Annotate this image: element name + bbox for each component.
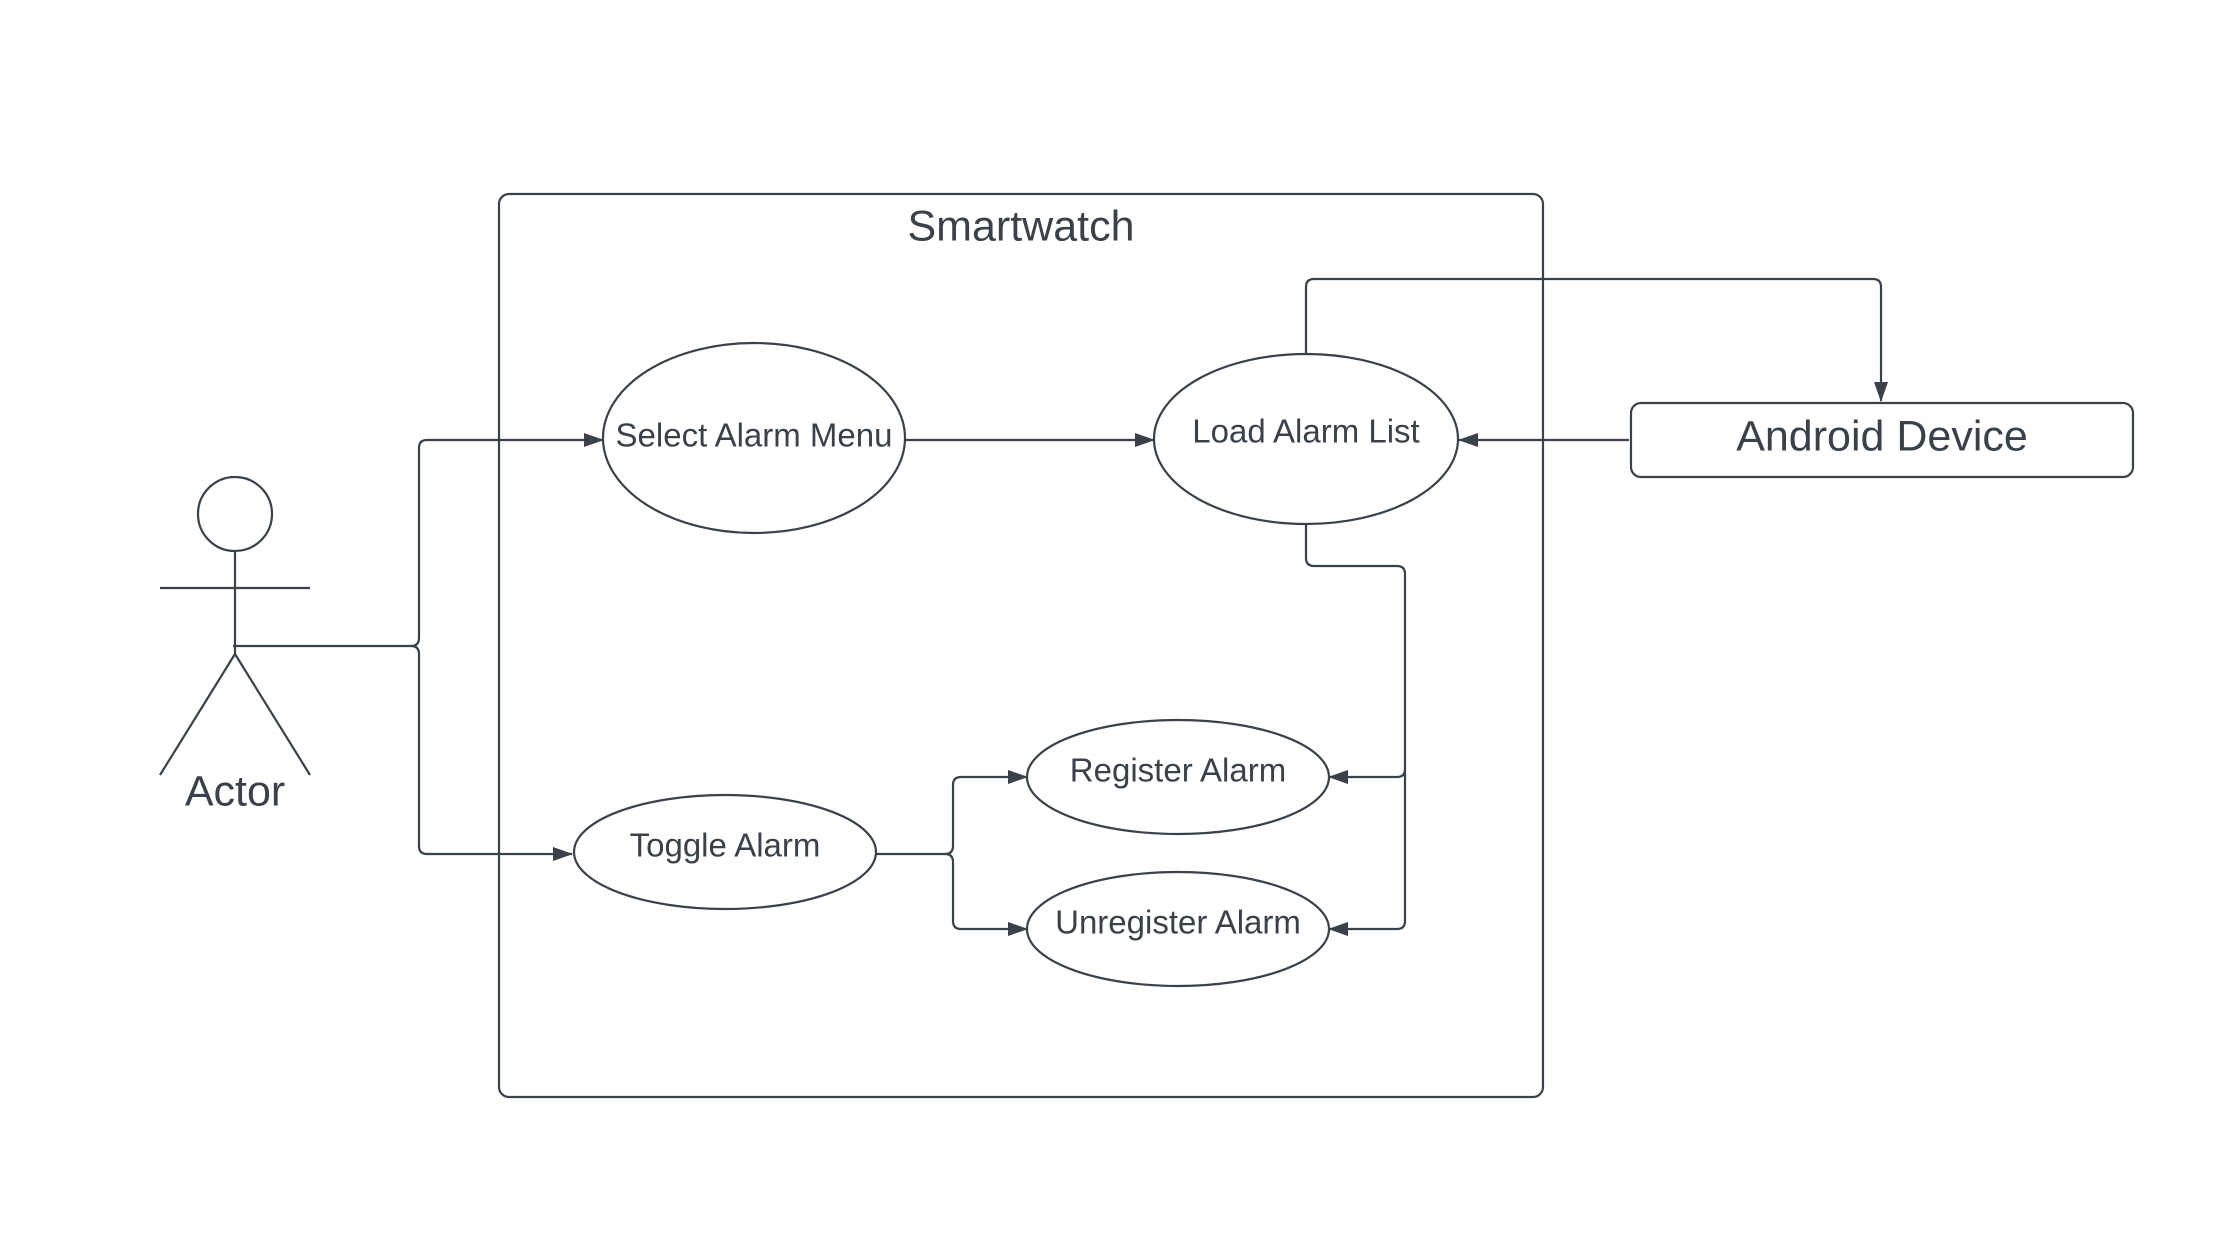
connector-load-list-to-unregister-alarm[interactable] bbox=[1328, 769, 1407, 936]
use-case-unregister-alarm[interactable]: Unregister Alarm bbox=[1025, 870, 1331, 988]
android-device-label: Android Device bbox=[1736, 412, 2028, 460]
connectors bbox=[233, 277, 1888, 936]
connector-toggle-to-unregister-alarm[interactable] bbox=[944, 852, 1028, 936]
connector-actor-to-toggle-alarm[interactable] bbox=[410, 644, 573, 861]
use-case-label: Toggle Alarm bbox=[630, 827, 821, 864]
use-case-load-alarm-list[interactable]: Load Alarm List bbox=[1152, 352, 1460, 526]
use-case-label: Register Alarm bbox=[1070, 752, 1286, 789]
actor-label: Actor bbox=[185, 767, 285, 815]
system-boundary-title: Smartwatch bbox=[907, 202, 1134, 250]
actor-figure-icon bbox=[159, 475, 311, 776]
connector-load-list-to-register-alarm[interactable] bbox=[1304, 525, 1407, 784]
use-case-label: Select Alarm Menu bbox=[616, 417, 893, 454]
actor[interactable]: Actor bbox=[159, 475, 311, 815]
use-case-register-alarm[interactable]: Register Alarm bbox=[1025, 718, 1331, 836]
use-case-select-alarm-menu[interactable]: Select Alarm Menu bbox=[601, 341, 907, 535]
use-case-label: Unregister Alarm bbox=[1055, 904, 1301, 941]
use-case-label: Load Alarm List bbox=[1192, 413, 1419, 450]
connector-load-list-to-android-device[interactable] bbox=[1304, 277, 1888, 402]
android-device-box[interactable]: Android Device bbox=[1629, 401, 2135, 479]
use-case-toggle-alarm[interactable]: Toggle Alarm bbox=[572, 793, 878, 911]
system-boundary[interactable]: Smartwatch bbox=[497, 192, 1545, 1099]
